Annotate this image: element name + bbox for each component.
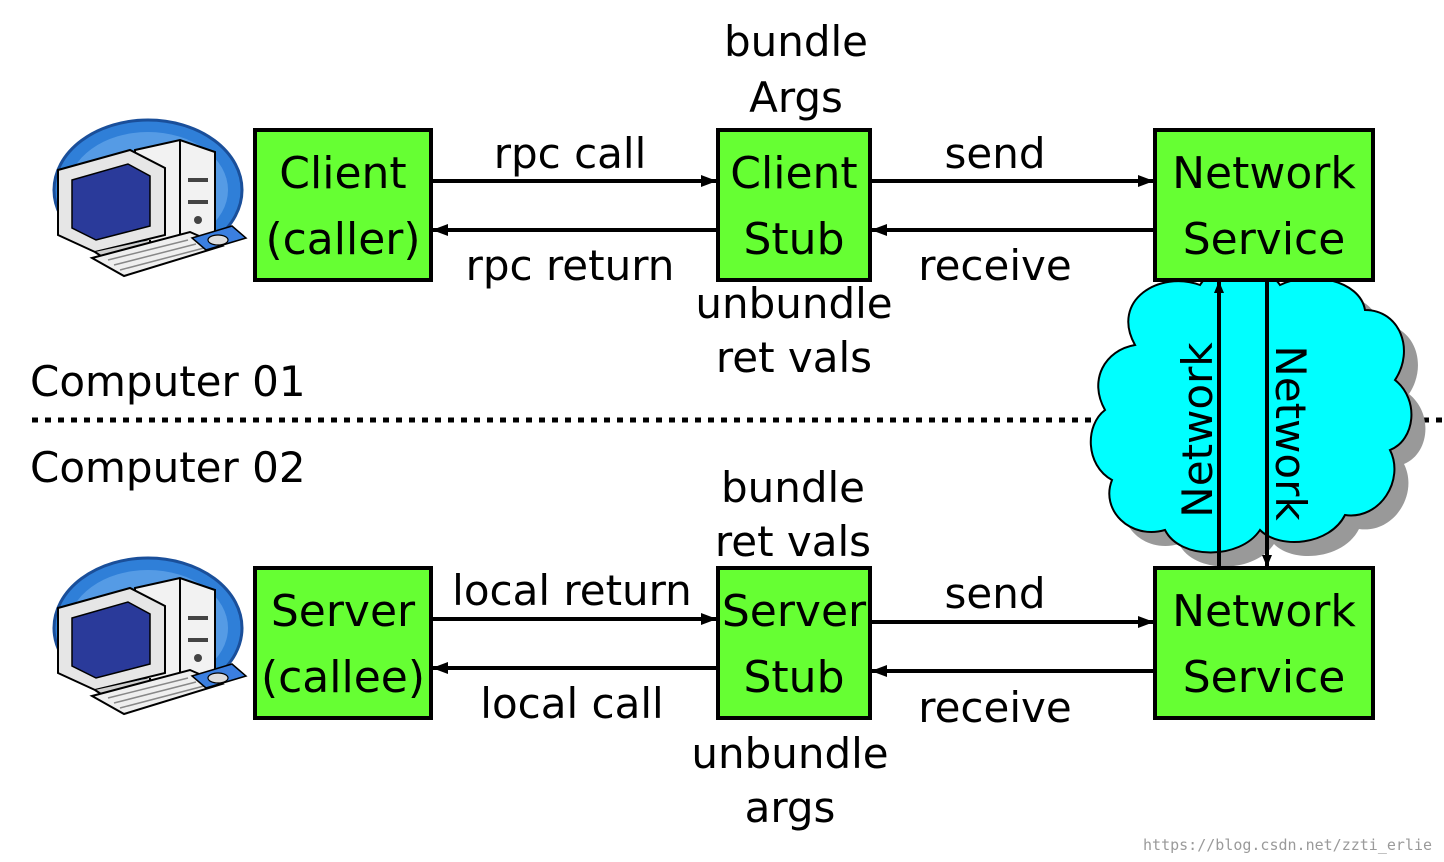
label-send-bottom: send xyxy=(944,569,1045,618)
label-bundle-ret-2: ret vals xyxy=(715,517,871,566)
label-computer-02: Computer 02 xyxy=(30,443,306,492)
client-box-line2: (caller) xyxy=(265,214,420,265)
server-stub-line1: Server xyxy=(722,586,867,637)
network-service-top-line2: Service xyxy=(1183,214,1346,265)
client-stub-line1: Client xyxy=(730,148,857,199)
label-local-return: local return xyxy=(452,566,692,615)
network-service-top-box: Network Service xyxy=(1153,128,1375,282)
computer-icon-top xyxy=(52,118,248,278)
label-network-down: Network xyxy=(1266,345,1315,521)
client-box: Client (caller) xyxy=(253,128,433,282)
network-service-top-line1: Network xyxy=(1172,148,1356,199)
label-bundle-args-1: bundle xyxy=(724,17,868,66)
client-stub-line2: Stub xyxy=(744,214,845,265)
client-stub-box: Client Stub xyxy=(716,128,872,282)
label-bundle-ret-1: bundle xyxy=(721,463,865,512)
network-service-bottom-line2: Service xyxy=(1183,652,1346,703)
label-unbundle-ret-1: unbundle xyxy=(695,279,892,328)
label-unbundle-args-2: args xyxy=(745,783,836,832)
label-computer-01: Computer 01 xyxy=(30,357,306,406)
server-box-line2: (callee) xyxy=(261,652,425,703)
label-receive-bottom: receive xyxy=(918,683,1071,732)
server-stub-line2: Stub xyxy=(744,652,845,703)
label-unbundle-args-1: unbundle xyxy=(691,729,888,778)
label-receive-top: receive xyxy=(918,241,1071,290)
client-box-line1: Client xyxy=(279,148,406,199)
label-local-call: local call xyxy=(480,679,663,728)
label-rpc-call: rpc call xyxy=(494,129,647,178)
network-service-bottom-line1: Network xyxy=(1172,586,1356,637)
network-service-bottom-box: Network Service xyxy=(1153,566,1375,720)
label-bundle-args-2: Args xyxy=(749,73,843,122)
server-box: Server (callee) xyxy=(253,566,433,720)
label-send-top: send xyxy=(944,129,1045,178)
computer-icon-bottom xyxy=(52,556,248,716)
server-stub-box: Server Stub xyxy=(716,566,872,720)
server-box-line1: Server xyxy=(271,586,416,637)
watermark-url: https://blog.csdn.net/zzti_erlie xyxy=(1143,836,1432,854)
label-unbundle-ret-2: ret vals xyxy=(716,333,872,382)
label-rpc-return: rpc return xyxy=(466,241,675,290)
network-cloud xyxy=(1089,266,1426,567)
label-network-up: Network xyxy=(1173,342,1222,518)
